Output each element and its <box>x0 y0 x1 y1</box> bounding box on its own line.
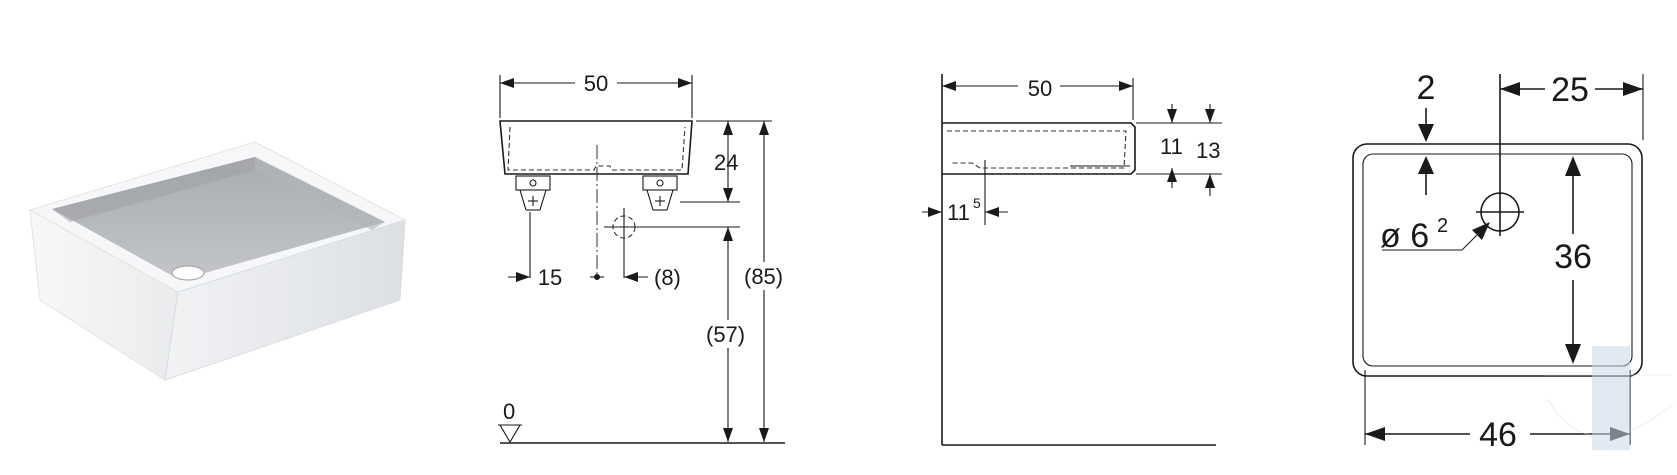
side-inner-depth-label: 11 <box>1160 134 1183 159</box>
front-total-height-label: (85) <box>744 264 783 289</box>
top-depth-label: 36 <box>1554 238 1592 276</box>
floor-level-label: 0 <box>503 399 515 424</box>
front-view: 50 24 (85) (57) 15 (8) 0 <box>498 71 788 444</box>
front-offset-right-label: (8) <box>654 265 681 290</box>
top-view-basin-inner <box>1362 153 1633 367</box>
wall-bracket-right <box>642 175 678 211</box>
front-width-label: 50 <box>584 71 608 96</box>
side-view: 50 11 13 11 5 <box>922 74 1222 446</box>
side-outer-depth-label: 13 <box>1196 138 1220 163</box>
side-width-label: 50 <box>1028 76 1052 101</box>
front-offset-left-label: 15 <box>538 265 562 290</box>
top-view: 2 25 36 46 ø 6 2 <box>1352 69 1673 454</box>
hole-diameter-superscript: 2 <box>1437 215 1448 237</box>
top-width-label: 46 <box>1479 416 1517 454</box>
front-drain-height-label: (57) <box>706 322 745 347</box>
watermark-logo <box>1545 346 1673 450</box>
front-bracket-height-label: 24 <box>714 150 738 175</box>
top-drain-offset-label: 25 <box>1551 71 1589 109</box>
top-rim-label: 2 <box>1417 69 1436 107</box>
hole-diameter-label: ø 6 <box>1380 217 1429 255</box>
top-view-outer-rim <box>1352 143 1643 377</box>
side-wall-offset-label: 11 <box>947 200 970 225</box>
side-wall-offset-superscript: 5 <box>973 195 981 211</box>
sink-3d-icon <box>28 141 407 381</box>
side-view-basin-outline <box>942 122 1136 175</box>
wall-bracket-left <box>515 175 551 211</box>
front-view-basin-outline <box>499 120 693 175</box>
